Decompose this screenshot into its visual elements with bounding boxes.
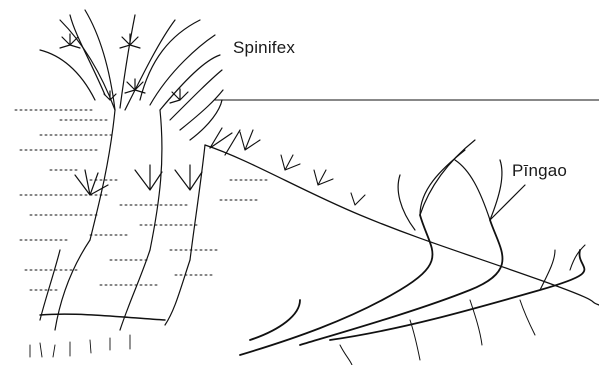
label-spinifex: Spinifex xyxy=(233,38,295,58)
label-pingao: Pīngao xyxy=(512,161,567,181)
ground-line xyxy=(40,314,165,320)
sand-texture xyxy=(15,110,270,290)
bottom-roots xyxy=(30,335,130,357)
